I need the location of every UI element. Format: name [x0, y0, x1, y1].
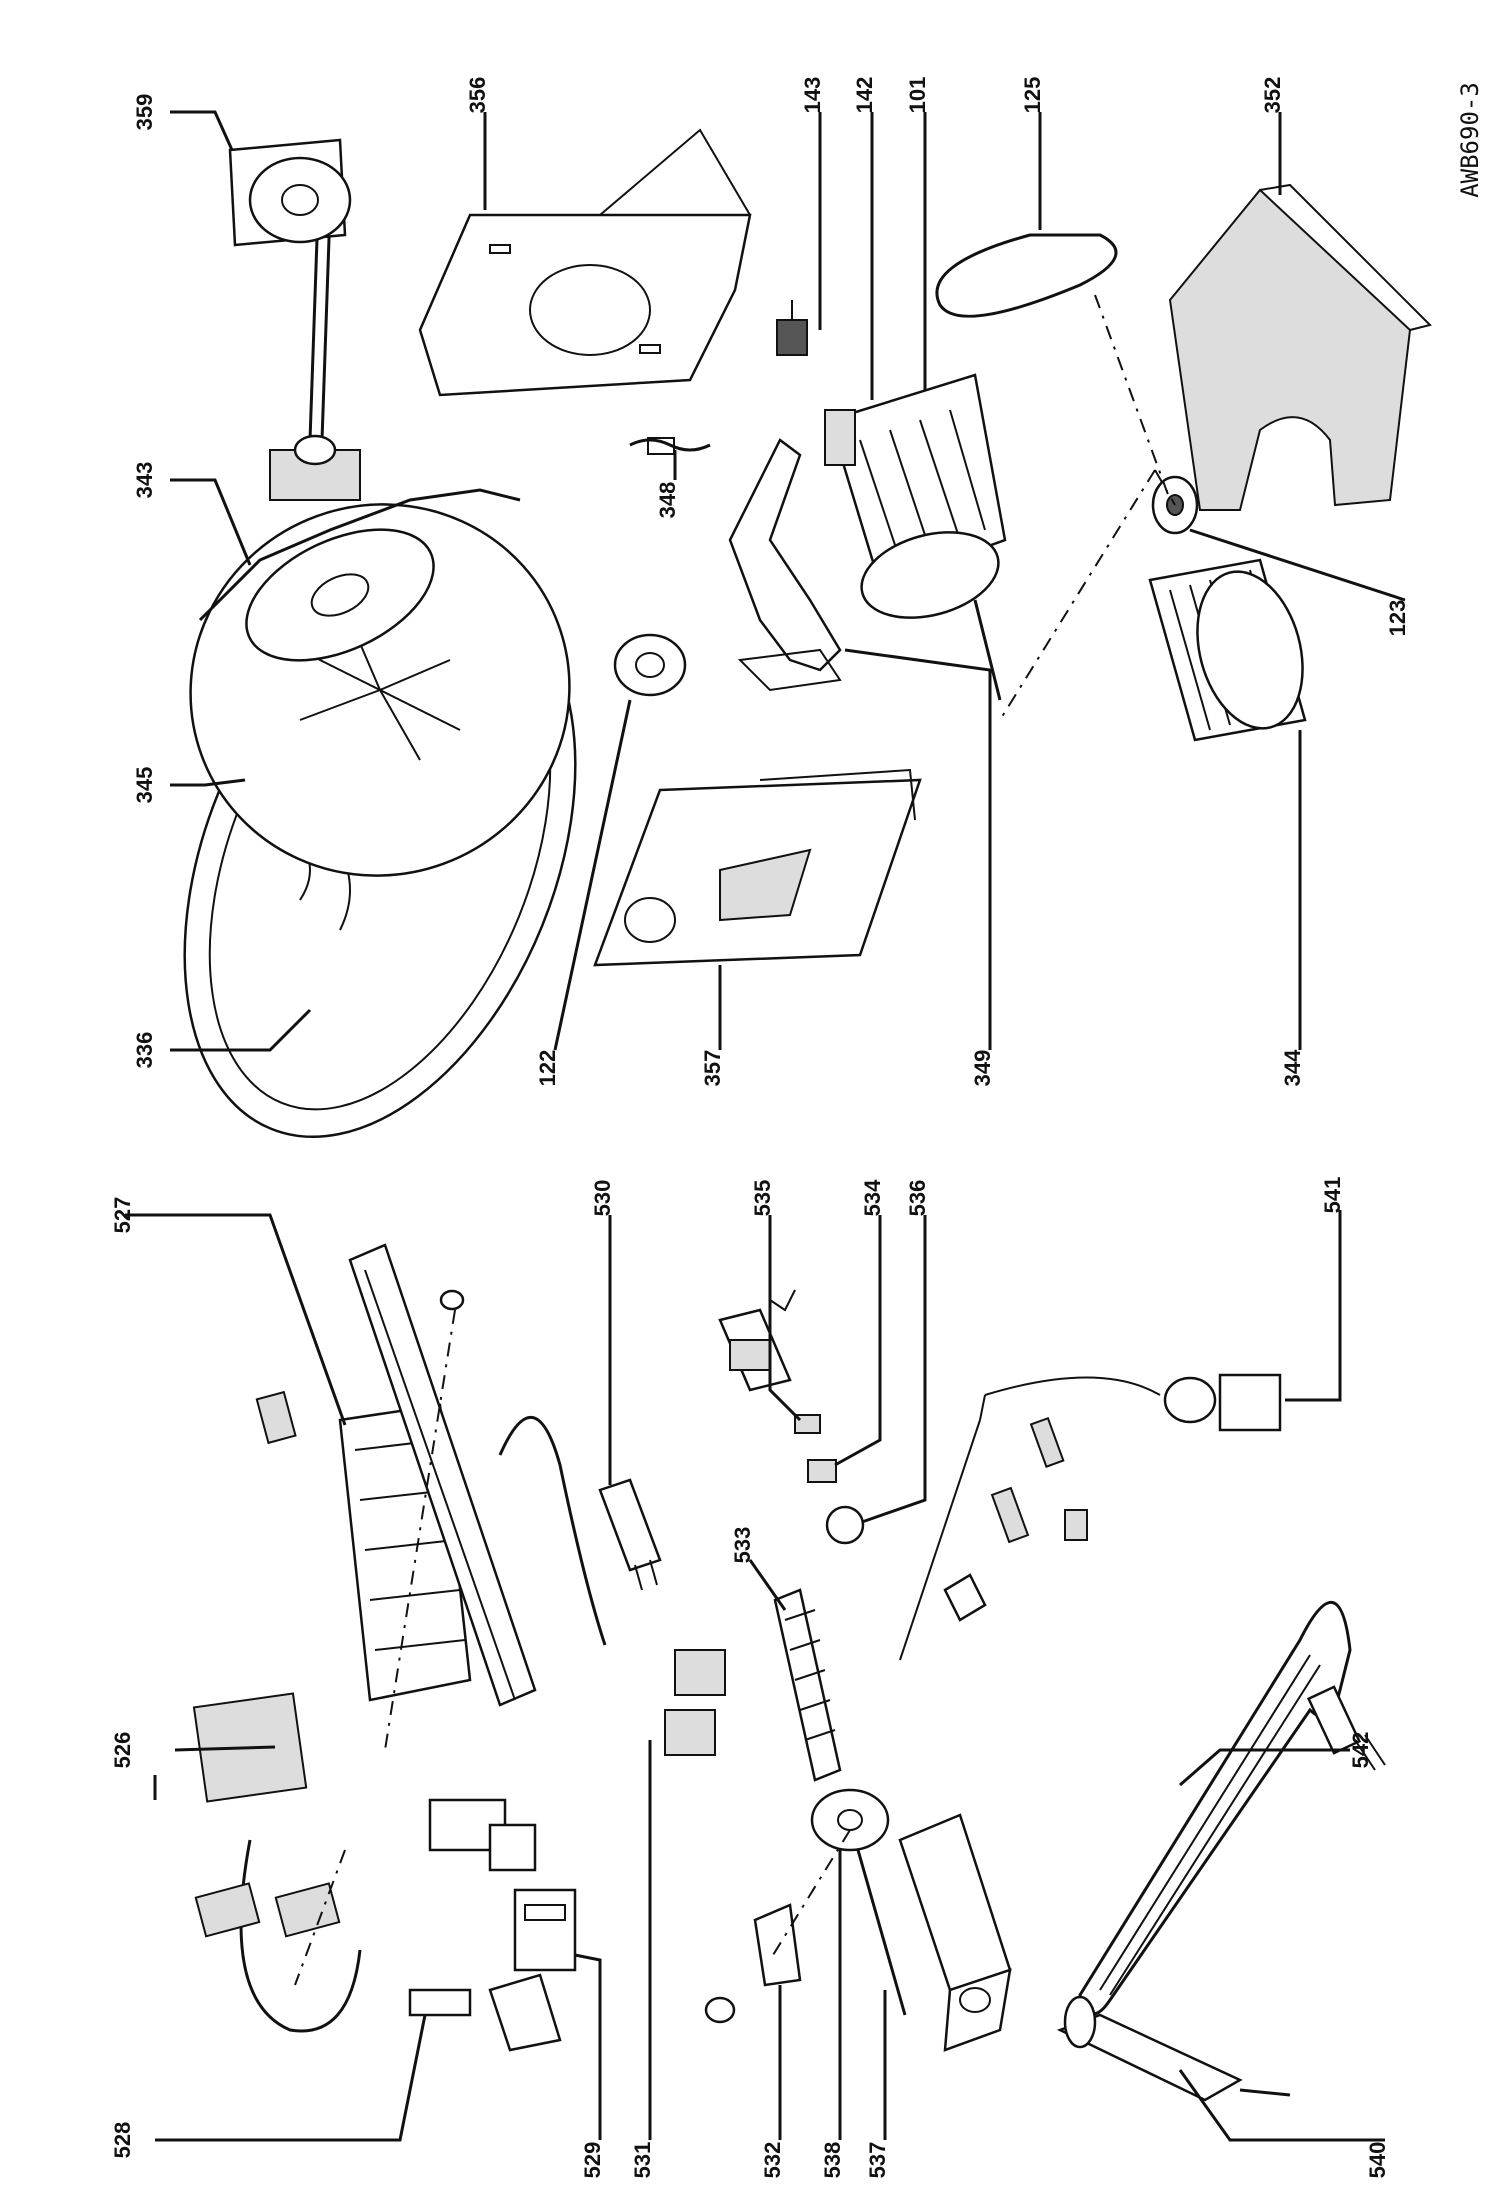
- label-536: 536: [905, 1180, 930, 1217]
- label-348: 348: [655, 482, 680, 519]
- callout-labels: 359 356 143 142 101 125 352 343 348 345 …: [110, 77, 1410, 2179]
- shaft-537: [856, 1849, 907, 2016]
- fan-cover-352: [1168, 183, 1432, 511]
- terminal-block-533: [773, 1588, 842, 1782]
- label-533: 533: [730, 1527, 755, 1564]
- relay-group: [428, 1798, 537, 1872]
- belt-125: [935, 233, 1118, 318]
- label-535: 535: [750, 1180, 775, 1217]
- label-143: 143: [800, 77, 825, 114]
- power-cord-530: [498, 1416, 662, 1646]
- label-534: 534: [860, 1179, 885, 1216]
- clip: [255, 1390, 297, 1445]
- screw: [439, 1289, 465, 1311]
- label-530: 530: [590, 1180, 615, 1217]
- clip: [1064, 1509, 1088, 1541]
- label-529: 529: [580, 2142, 605, 2179]
- diagram-reference: AWB690-3: [1456, 82, 1484, 198]
- label-541: 541: [1320, 1177, 1345, 1214]
- label-527: 527: [110, 1197, 135, 1234]
- back-panel-356: [418, 128, 752, 397]
- clip: [704, 1996, 736, 2024]
- label-142: 142: [852, 77, 877, 114]
- connector-535: [794, 1414, 821, 1434]
- label-526: 526: [110, 1732, 135, 1769]
- probe-wire: [899, 1419, 981, 1661]
- label-352: 352: [1260, 77, 1285, 114]
- label-356: 356: [465, 77, 490, 114]
- motor-101: [824, 373, 1007, 701]
- mounting-bracket: [898, 1813, 1012, 2052]
- label-345: 345: [132, 767, 157, 804]
- block-531: [664, 1649, 726, 1756]
- spring-348: [629, 437, 711, 455]
- label-349: 349: [970, 1050, 995, 1087]
- label-123: 123: [1385, 600, 1410, 637]
- bent-tube: [943, 1573, 987, 1622]
- clip: [990, 1486, 1030, 1544]
- ring-536: [825, 1505, 865, 1545]
- label-532: 532: [760, 2142, 785, 2179]
- drum-flange-343: [245, 528, 435, 662]
- drum-shaft: [269, 209, 361, 501]
- capacitor-540: [1056, 1995, 1291, 2102]
- control-board-527: [338, 1243, 537, 1707]
- label-336: 336: [132, 1032, 157, 1069]
- timer-532: [753, 1903, 802, 1987]
- heating-element-542: [1078, 1601, 1386, 2016]
- terminal-bracket: [718, 1289, 796, 1392]
- leader-lines: [125, 110, 1406, 2142]
- clip: [1029, 1416, 1065, 1468]
- label-344: 344: [1280, 1049, 1305, 1086]
- label-343: 343: [132, 462, 157, 499]
- fan-wheel-344: [1148, 558, 1307, 742]
- cable-528: [194, 1839, 562, 2052]
- connector-534: [807, 1459, 837, 1483]
- switch-529: [513, 1888, 577, 1972]
- label-542: 542: [1348, 1732, 1373, 1769]
- motor-bracket-349: [728, 438, 842, 692]
- label-540: 540: [1365, 2142, 1390, 2179]
- label-125: 125: [1020, 77, 1045, 114]
- rotary-switch-538: [810, 1788, 890, 1852]
- plate-357: [593, 768, 922, 967]
- bearing-bracket-359: [228, 138, 352, 247]
- label-359: 359: [132, 94, 157, 131]
- label-357: 357: [700, 1050, 725, 1087]
- label-531: 531: [630, 2142, 655, 2179]
- thermostat-541: [979, 1373, 1282, 1432]
- label-101: 101: [905, 77, 930, 114]
- label-538: 538: [820, 2142, 845, 2179]
- capacitor-143: [776, 300, 808, 356]
- knob-122: [613, 633, 687, 697]
- label-537: 537: [865, 2142, 890, 2179]
- label-528: 528: [110, 2122, 135, 2159]
- label-122: 122: [535, 1050, 560, 1087]
